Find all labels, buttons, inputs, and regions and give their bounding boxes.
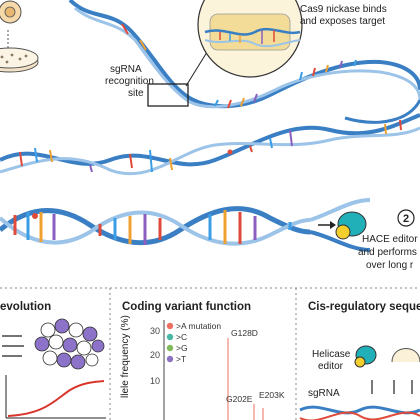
- recognition-label-3: site: [128, 88, 144, 99]
- ytick-20: 20: [150, 350, 160, 360]
- step2-text-3: over long r: [366, 260, 414, 271]
- cell-cluster: [34, 318, 105, 370]
- editor-outline-icon: [391, 348, 420, 363]
- step2-text-2: and performs: [358, 247, 417, 258]
- legend-a: >A mutation: [176, 321, 221, 331]
- peak-label-g202e: G202E: [226, 394, 253, 404]
- legend-c: >C: [176, 332, 187, 342]
- peak-label-g128d: G128D: [231, 328, 258, 338]
- helicase-enzyme-icon: [354, 345, 377, 368]
- callout-text-2: and exposes target: [300, 16, 385, 27]
- coding-title: Coding variant function: [122, 301, 251, 313]
- pipette-bulb-icon: [0, 0, 22, 24]
- legend-g: >G: [176, 343, 188, 353]
- hace-editor-enzyme: [335, 211, 367, 240]
- step-number-badge: 2: [397, 209, 415, 227]
- helicase-label-2: editor: [318, 361, 344, 372]
- legend-dot-c: [166, 333, 174, 341]
- legend-t: >T: [176, 354, 186, 364]
- cis-title: Cis-regulatory sequen: [308, 301, 420, 313]
- cis-arrows: [371, 380, 413, 394]
- petri-dish-icon: [0, 30, 39, 73]
- legend-dot-a: [166, 322, 174, 330]
- legend: >A mutation >C >G >T: [166, 321, 221, 364]
- peak-label-e203k: E203K: [259, 390, 285, 400]
- recognition-site-box: [147, 83, 189, 107]
- fitness-curve: [5, 375, 106, 419]
- recognition-label-2: recognition: [105, 76, 154, 87]
- coding-ylabel: llele frequency (%): [120, 315, 131, 398]
- dna-helix-step2: [0, 198, 371, 252]
- dna-base-pairs: [19, 23, 402, 173]
- ytick-10: 10: [150, 376, 160, 386]
- legend-dot-g: [166, 344, 174, 352]
- panel-dividers: [0, 287, 420, 420]
- callout-text-1: Cas9 nickase binds: [300, 4, 387, 15]
- legend-dot-t: [166, 355, 174, 363]
- recognition-label-1: sgRNA: [110, 64, 142, 75]
- ytick-30: 30: [150, 326, 160, 336]
- sgrna-label: sgRNA: [308, 388, 340, 399]
- svg-text:2: 2: [403, 213, 409, 225]
- cis-dna-strand: [299, 405, 420, 420]
- evolution-title: evolution: [0, 301, 51, 313]
- cas9-nickase-callout: [197, 0, 303, 78]
- evolution-arrows: [2, 335, 24, 357]
- step2-text-1: HACE editor: [362, 234, 418, 245]
- mutation-peaks: [227, 338, 264, 420]
- helicase-label-1: Helicase: [312, 349, 351, 360]
